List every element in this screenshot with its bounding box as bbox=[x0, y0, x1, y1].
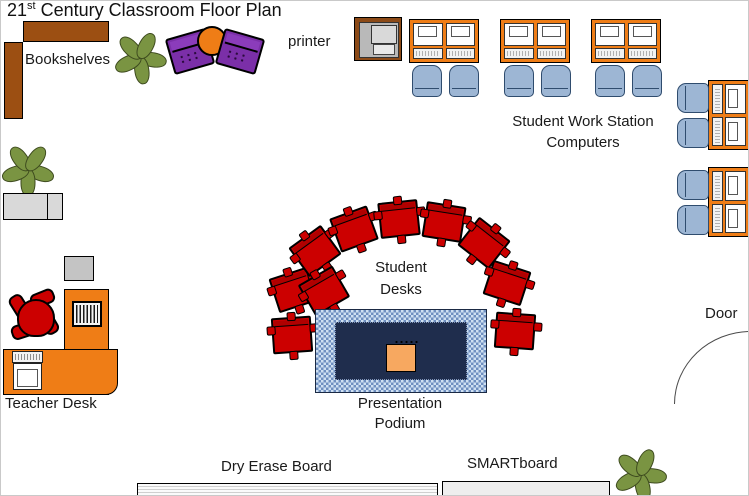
computer-chair bbox=[632, 65, 662, 97]
monitor-icon bbox=[725, 84, 746, 114]
teacher-desk-label: Teacher Desk bbox=[5, 395, 97, 412]
monitor-icon bbox=[725, 203, 746, 233]
monitor-icon bbox=[725, 171, 746, 201]
student-desk bbox=[457, 216, 512, 270]
gray-square-furniture bbox=[64, 256, 94, 281]
printer-tray bbox=[373, 44, 395, 55]
armchair-right bbox=[214, 27, 266, 76]
plant-icon bbox=[612, 446, 668, 495]
plant-icon bbox=[1, 141, 56, 196]
page-title: 21st Century Classroom Floor Plan bbox=[7, 0, 282, 21]
computer-chair bbox=[677, 118, 709, 148]
keyboard-icon bbox=[72, 301, 102, 327]
workstation-label-line2: Computers bbox=[546, 134, 620, 151]
teacher-chair bbox=[6, 286, 62, 342]
monitor-icon bbox=[725, 116, 746, 146]
student-desk bbox=[419, 198, 473, 248]
computer-chair bbox=[595, 65, 625, 97]
monitor-icon bbox=[595, 23, 625, 46]
presentation-label-line1: Presentation bbox=[357, 395, 443, 412]
monitor-icon bbox=[536, 23, 566, 46]
door-label: Door bbox=[705, 305, 738, 322]
workstation-desk-right bbox=[708, 167, 748, 237]
computer-chair bbox=[677, 83, 709, 113]
keyboard-icon bbox=[595, 48, 625, 59]
monitor-icon bbox=[413, 23, 443, 46]
keyboard-icon bbox=[413, 48, 443, 59]
workstation-label-line1: Student Work Station bbox=[512, 113, 654, 130]
computer-chair bbox=[541, 65, 571, 97]
student-desk bbox=[266, 311, 319, 361]
bookshelf-horizontal bbox=[23, 21, 109, 42]
computer-chair bbox=[677, 205, 709, 235]
student-desk bbox=[373, 195, 426, 245]
workstation-desk-top bbox=[591, 19, 661, 63]
computer-chair bbox=[449, 65, 479, 97]
workstation-desk-top bbox=[500, 19, 570, 63]
computer-chair bbox=[677, 170, 709, 200]
keyboard-icon bbox=[504, 48, 534, 59]
keyboard-icon bbox=[712, 203, 723, 233]
student-desks-label-line2: Desks bbox=[380, 281, 422, 298]
title-superscript: st bbox=[27, 0, 36, 12]
keyboard-icon bbox=[712, 116, 723, 146]
title-prefix: 21 bbox=[7, 0, 28, 20]
keyboard-icon bbox=[627, 48, 657, 59]
student-desks-label-line1: Student bbox=[375, 259, 427, 276]
presentation-podium bbox=[386, 344, 416, 372]
teacher-keyboard-icon bbox=[12, 351, 43, 363]
printer-icon bbox=[371, 25, 397, 44]
teacher-monitor-icon bbox=[13, 363, 42, 390]
door-swing-arc bbox=[674, 331, 748, 404]
workstation-desk-right bbox=[708, 80, 748, 150]
keyboard-icon bbox=[712, 171, 723, 201]
student-desk bbox=[482, 259, 536, 309]
workstation-desk-top bbox=[409, 19, 479, 63]
podium-detail bbox=[394, 340, 418, 344]
keyboard-icon bbox=[536, 48, 566, 59]
presentation-label-line2: Podium bbox=[374, 415, 426, 432]
dry-erase-board bbox=[137, 483, 438, 495]
plant-icon bbox=[112, 29, 168, 85]
presentation-area bbox=[315, 309, 487, 393]
computer-chair bbox=[504, 65, 534, 97]
title-rest: Century Classroom Floor Plan bbox=[35, 0, 282, 20]
bookshelves-label: Bookshelves bbox=[25, 51, 111, 68]
monitor-icon bbox=[445, 23, 475, 46]
keyboard-icon bbox=[712, 84, 723, 114]
smartboard bbox=[442, 481, 610, 495]
printer-desk bbox=[354, 17, 402, 61]
computer-chair bbox=[412, 65, 442, 97]
storage-cabinet bbox=[3, 193, 63, 220]
monitor-icon bbox=[504, 23, 534, 46]
dry-erase-board-label: Dry Erase Board bbox=[221, 458, 332, 475]
keyboard-icon bbox=[445, 48, 475, 59]
student-desk bbox=[490, 307, 543, 357]
smartboard-label: SMARTboard bbox=[467, 455, 558, 472]
printer-label: printer bbox=[288, 33, 331, 50]
bookshelf-vertical bbox=[4, 42, 23, 119]
monitor-icon bbox=[627, 23, 657, 46]
